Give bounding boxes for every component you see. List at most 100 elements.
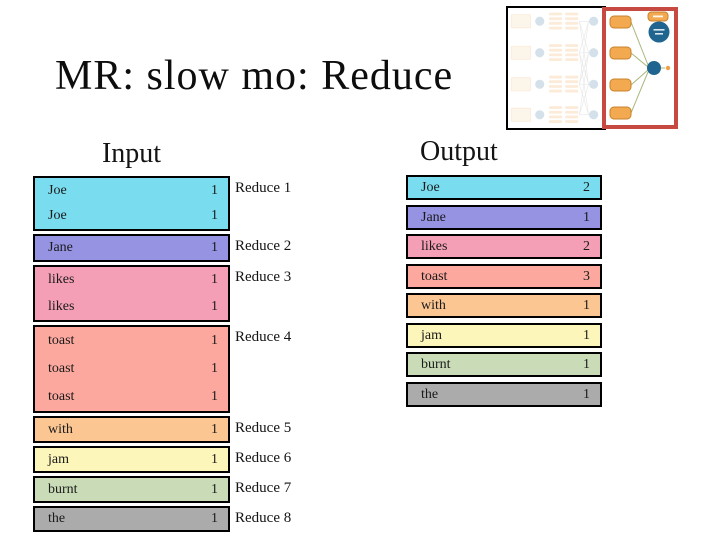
cell-value: 1 bbox=[583, 386, 590, 402]
slide-title: MR: slow mo: Reduce bbox=[55, 53, 454, 99]
cell-key: the bbox=[421, 386, 439, 402]
title-badge-icon bbox=[647, 11, 669, 22]
reduce-input-icon bbox=[589, 79, 599, 89]
shuffle-line bbox=[579, 84, 589, 115]
cell-value: 1 bbox=[211, 208, 218, 224]
intermediate-data-icon bbox=[565, 106, 579, 109]
cell-key: likes bbox=[48, 298, 75, 314]
cell-value: 1 bbox=[211, 272, 218, 288]
cell-key: Joe bbox=[48, 208, 67, 224]
intermediate-data-icon bbox=[565, 17, 579, 21]
cell-key: Joe bbox=[421, 179, 440, 195]
cell-value: 2 bbox=[583, 238, 590, 254]
intermediate-data-icon bbox=[548, 48, 563, 52]
cell-key: Joe bbox=[48, 182, 67, 198]
input-group: jam 1 bbox=[33, 446, 230, 473]
reduce-label: Reduce 2 bbox=[235, 238, 292, 254]
input-group: Joe 1 Joe 1 bbox=[33, 176, 230, 231]
input-row: Jane 1 bbox=[35, 236, 228, 260]
shuffle-line bbox=[579, 52, 589, 85]
shuffle-line bbox=[579, 21, 589, 53]
intermediate-data-icon bbox=[548, 120, 563, 124]
cell-key: with bbox=[48, 421, 73, 437]
output-dot-icon bbox=[665, 65, 671, 71]
input-row: jam 1 bbox=[35, 448, 228, 471]
cell-key: toast bbox=[48, 333, 75, 348]
cell-value: 1 bbox=[211, 298, 218, 314]
input-row: toast 1 bbox=[35, 355, 228, 383]
reduce-task-icon bbox=[609, 15, 632, 29]
cell-key: with bbox=[421, 297, 446, 313]
cell-key: the bbox=[48, 511, 66, 526]
input-split-icon bbox=[510, 77, 531, 92]
cell-key: jam bbox=[421, 327, 442, 343]
cell-key: Jane bbox=[48, 240, 73, 255]
cell-key: toast bbox=[48, 361, 75, 376]
input-group: the 1 bbox=[33, 506, 230, 532]
intermediate-data-icon bbox=[565, 44, 579, 47]
map-task-icon bbox=[535, 16, 545, 26]
mapreduce-thumbnail-map-phase bbox=[506, 6, 606, 130]
shuffle-line bbox=[579, 21, 589, 85]
input-row: likes 1 bbox=[35, 294, 228, 321]
reduce-label: Reduce 3 bbox=[235, 269, 292, 285]
input-row: with 1 bbox=[35, 418, 228, 441]
input-split-icon bbox=[510, 107, 531, 122]
reduce-task-icons bbox=[609, 15, 632, 120]
output-row: burnt 1 bbox=[406, 352, 602, 377]
intermediate-data-icon bbox=[565, 48, 579, 52]
input-group: Jane 1 bbox=[33, 234, 230, 262]
intermediate-data-icon bbox=[548, 53, 563, 57]
cell-value: 1 bbox=[211, 333, 218, 348]
shuffle-line bbox=[579, 84, 589, 115]
cell-key: burnt bbox=[48, 481, 78, 497]
input-group: likes 1 likes 1 bbox=[33, 265, 230, 322]
intermediate-data-icon bbox=[548, 17, 563, 21]
map-task-icon bbox=[535, 79, 545, 89]
intermediate-data-icon bbox=[565, 75, 579, 79]
cell-value: 1 bbox=[583, 297, 590, 313]
map-task-icon bbox=[535, 48, 545, 58]
cell-value: 1 bbox=[583, 327, 590, 343]
output-row: likes 2 bbox=[406, 234, 602, 259]
intermediate-data-icon bbox=[548, 84, 563, 88]
output-row: toast 3 bbox=[406, 264, 602, 289]
intermediate-data-icon bbox=[548, 58, 563, 61]
intermediate-data-icon bbox=[565, 58, 579, 61]
cell-value: 1 bbox=[211, 182, 218, 198]
intermediate-data-icon bbox=[565, 26, 579, 30]
cell-value: 3 bbox=[583, 268, 590, 284]
reduce-task-icon bbox=[609, 106, 632, 120]
intermediate-data-icon bbox=[548, 75, 563, 79]
cell-value: 1 bbox=[211, 511, 218, 526]
intermediate-data-icon bbox=[548, 115, 563, 119]
shuffle-line bbox=[579, 52, 589, 115]
intermediate-data-icon bbox=[565, 115, 579, 119]
cell-value: 1 bbox=[211, 451, 218, 467]
cell-key: Jane bbox=[421, 209, 446, 225]
output-row: the 1 bbox=[406, 382, 602, 407]
faded-map-diagram bbox=[510, 12, 599, 124]
input-row: Joe 1 bbox=[35, 204, 228, 230]
input-split-icon bbox=[510, 14, 531, 29]
input-row: the 1 bbox=[35, 508, 228, 530]
reduce-label: Reduce 8 bbox=[235, 510, 292, 526]
cell-value: 1 bbox=[583, 209, 590, 225]
shuffle-line bbox=[579, 52, 589, 85]
intermediate-data-icon bbox=[565, 12, 579, 16]
reduce-label: Reduce 1 bbox=[235, 180, 292, 196]
output-row: Jane 1 bbox=[406, 205, 602, 230]
cell-value: 1 bbox=[211, 421, 218, 437]
cell-value: 2 bbox=[583, 179, 590, 195]
output-row: with 1 bbox=[406, 293, 602, 318]
input-row: toast 1 bbox=[35, 327, 228, 355]
merge-node-icon bbox=[647, 61, 661, 75]
input-row: burnt 1 bbox=[35, 478, 228, 501]
intermediate-data-icon bbox=[565, 89, 579, 93]
intermediate-data-icon bbox=[548, 106, 563, 109]
cell-value: 1 bbox=[211, 481, 218, 497]
step-circle-icon bbox=[648, 21, 670, 43]
input-heading: Input bbox=[101, 138, 162, 169]
reduce-input-icon bbox=[589, 48, 599, 58]
